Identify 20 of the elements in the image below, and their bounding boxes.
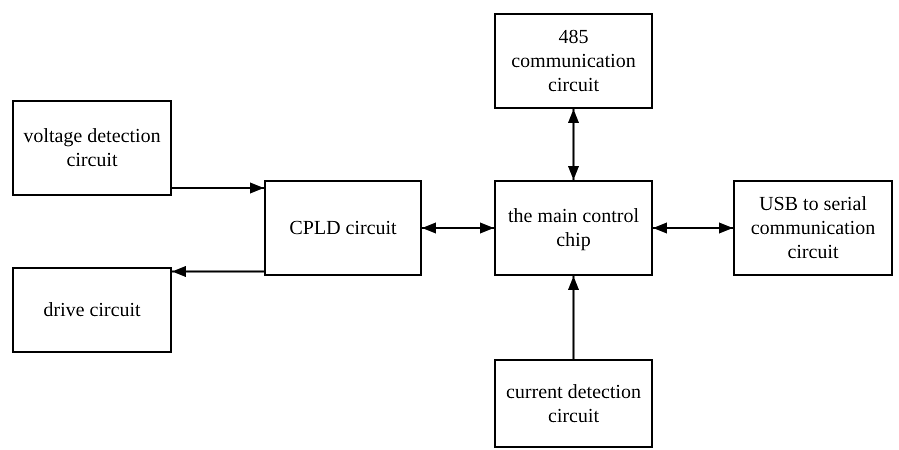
block-box [494, 13, 653, 109]
arrow [568, 109, 580, 180]
block-label: USB to serial communication circuit [750, 192, 876, 264]
arrow [172, 266, 264, 278]
block-box [733, 180, 893, 276]
block-box [494, 180, 653, 276]
block-box [12, 100, 172, 196]
block-label: 485 communication circuit [510, 25, 637, 97]
arrow [422, 222, 494, 234]
arrow [653, 222, 733, 234]
block-label: drive circuit [43, 298, 141, 322]
block-label: CPLD circuit [289, 216, 397, 240]
arrow [172, 182, 264, 194]
arrow [568, 276, 580, 359]
block-label: voltage detection circuit [22, 124, 162, 172]
block-label: the main control chip [506, 204, 640, 252]
block-box [12, 267, 172, 353]
block-label: current detection circuit [505, 380, 642, 428]
block-box [494, 359, 653, 448]
block-box [264, 180, 422, 276]
